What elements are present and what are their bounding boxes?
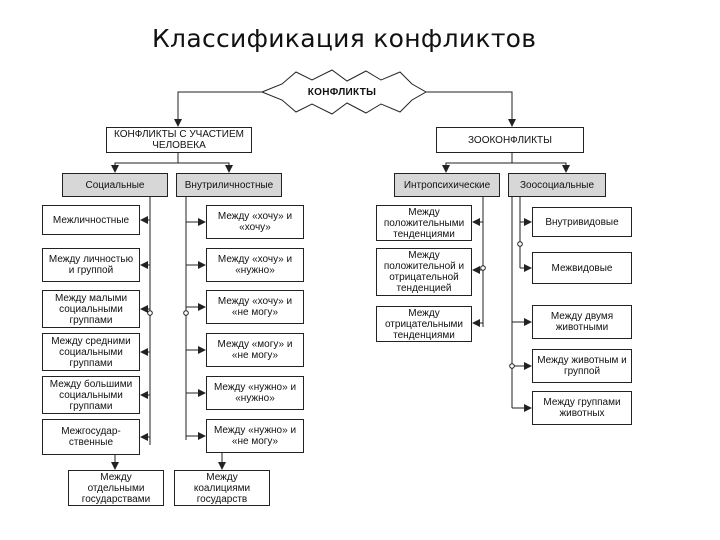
social-item: Межгосудар-ственные bbox=[42, 419, 140, 455]
branch-human-label: КОНФЛИКТЫ С УЧАСТИЕМ ЧЕЛОВЕКА bbox=[114, 129, 244, 151]
social-item: Между большими социальными группами bbox=[42, 376, 140, 414]
intrapsychic-item: Между положительной и отрицательной тенд… bbox=[376, 248, 472, 296]
connector-root-human bbox=[174, 91, 262, 127]
zoosocial-item: Внутривидовые bbox=[532, 207, 632, 237]
intrapersonal-item: Между «могу» и «не могу» bbox=[206, 333, 304, 367]
zoosocial-item: Между группами животных bbox=[532, 391, 632, 425]
branch-human: КОНФЛИКТЫ С УЧАСТИЕМ ЧЕЛОВЕКА bbox=[106, 127, 252, 153]
intrapersonal-item: Между «хочу» и «не могу» bbox=[206, 290, 304, 324]
zoosocial-item: Между животным и группой bbox=[532, 349, 632, 383]
category-zoosocial: Зоосоциальные bbox=[508, 173, 606, 197]
connector-human-intrapersonal bbox=[178, 162, 233, 173]
category-social-label: Социальные bbox=[85, 179, 145, 191]
connector-root-zoo bbox=[426, 91, 516, 127]
junction-dot bbox=[147, 310, 153, 316]
category-intrapsychic: Интропсихические bbox=[394, 173, 500, 197]
intrapersonal-item: Между «хочу» и «хочу» bbox=[206, 205, 304, 239]
social-item: Между средними социальными группами bbox=[42, 333, 140, 371]
connector-zoo-intrapsychic bbox=[442, 153, 513, 173]
category-intrapersonal: Внутриличностные bbox=[176, 173, 282, 197]
social-item: Межличностные bbox=[42, 205, 140, 235]
category-intrapsychic-label: Интропсихические bbox=[403, 179, 491, 191]
root-node-label: КОНФЛИКТЫ bbox=[307, 86, 377, 98]
intrapersonal-item: Между «хочу» и «нужно» bbox=[206, 248, 304, 282]
zoosocial-item: Между двумя животными bbox=[532, 305, 632, 339]
junction-dot bbox=[509, 363, 515, 369]
connector-zoo-zoosocial bbox=[512, 162, 570, 173]
intrapersonal-subitem: Между коалициями государств bbox=[174, 470, 270, 506]
connector-human-social bbox=[111, 153, 179, 173]
branch-zoo-label: ЗООКОНФЛИКТЫ bbox=[467, 134, 552, 146]
social-item: Между личностью и группой bbox=[42, 248, 140, 282]
intrapersonal-item: Между «нужно» и «нужно» bbox=[206, 376, 304, 410]
social-item: Между малыми социальными группами bbox=[42, 290, 140, 328]
junction-dot bbox=[183, 310, 189, 316]
category-zoosocial-label: Зоосоциальные bbox=[519, 179, 595, 191]
branch-zoo: ЗООКОНФЛИКТЫ bbox=[436, 127, 584, 153]
junction-dot bbox=[517, 241, 523, 247]
root-burst-shape bbox=[260, 69, 428, 115]
intrapsychic-item: Между отрицательными тенденциями bbox=[376, 306, 472, 342]
junction-dot bbox=[480, 265, 486, 271]
intrapsychic-item: Между положительными тенденциями bbox=[376, 205, 472, 241]
page-title: Классификация конфликтов bbox=[152, 24, 537, 53]
category-social: Социальные bbox=[62, 173, 168, 197]
social-subitem: Между отдельными государствами bbox=[68, 470, 164, 506]
intrapersonal-item: Между «нужно» и «не могу» bbox=[206, 419, 304, 453]
category-intrapersonal-label: Внутриличностные bbox=[184, 179, 274, 191]
zoosocial-item: Межвидовые bbox=[532, 252, 632, 284]
